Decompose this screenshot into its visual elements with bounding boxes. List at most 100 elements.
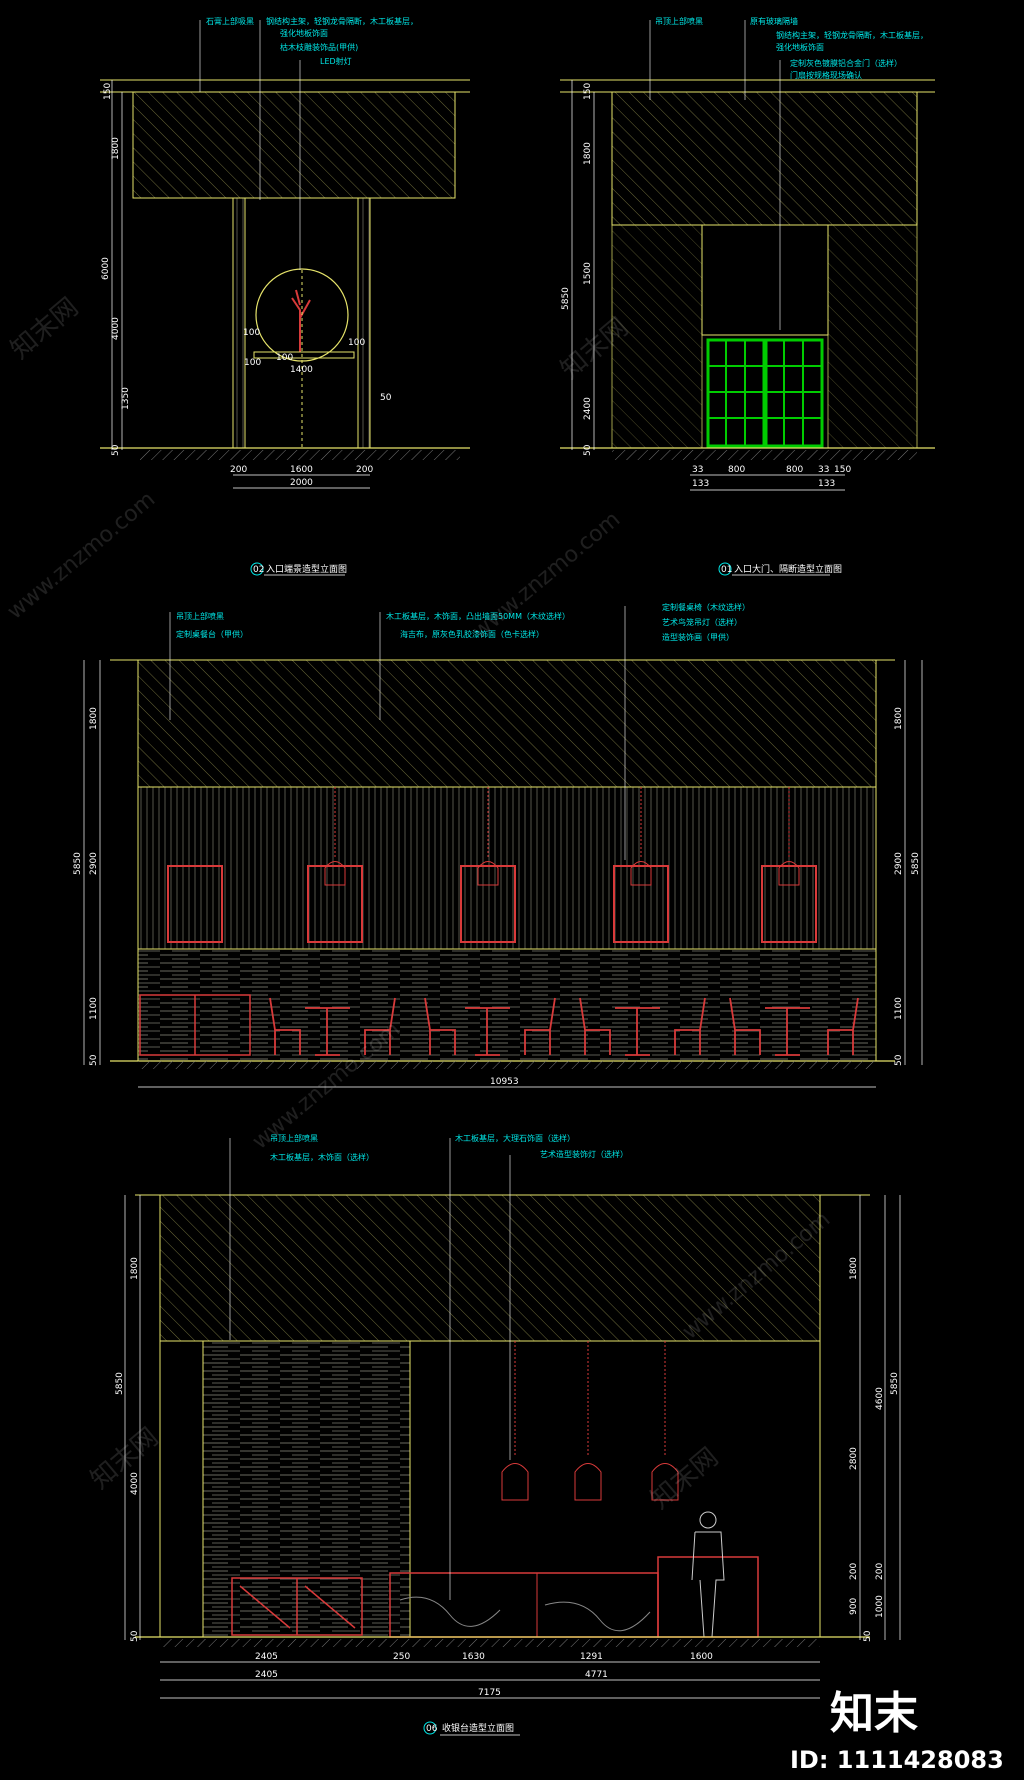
dim-w6: 133	[692, 479, 709, 489]
brand-logo: 知末	[830, 1688, 918, 1739]
ceiling-hatch	[137, 659, 877, 788]
dim-l4: 50	[130, 1630, 140, 1642]
dim-r7: 900	[849, 1598, 859, 1615]
title-num: 02	[253, 565, 264, 575]
dim-r8: 1000	[875, 1595, 885, 1618]
note-2: 钢结构主架，轻钢龙骨隔断，木工板基层，	[266, 16, 418, 26]
panel-title: 收银台造型立面图	[442, 1722, 514, 1734]
note-r1: 定制餐桌椅（木纹选样）	[662, 602, 750, 612]
note-6: 门扇按规格现场确认	[790, 70, 862, 80]
dim-w1: 200	[230, 465, 247, 475]
panel-entrance-feature-elevation: 150 1800 4000 6000 1350 50 200 1600 200 …	[100, 16, 470, 576]
note-3: 钢结构主架，轻钢龙骨隔断，木工板基层，	[776, 30, 928, 40]
cage-pendant-lamps	[501, 1341, 679, 1501]
dim-h4: 6000	[101, 257, 111, 280]
cabinet	[231, 1577, 363, 1636]
glass-partition-left	[611, 224, 703, 449]
dim-h4: 5850	[561, 287, 571, 310]
dim-w1: 33	[692, 465, 703, 475]
dim-r5: 50	[894, 1054, 904, 1066]
dim-r1: 4600	[875, 1387, 885, 1410]
dim-r1: 1800	[894, 707, 904, 730]
dim-w4: 33	[818, 465, 829, 475]
note-1: 吊顶上部喷黑	[270, 1133, 318, 1143]
birdcage-pendants	[324, 787, 800, 886]
dim-l1: 1800	[89, 707, 99, 730]
dim-h3: 1500	[583, 262, 593, 285]
dim-h1: 150	[583, 83, 593, 100]
dim-w4: 1291	[580, 1652, 603, 1662]
dim-w3: 1630	[462, 1652, 485, 1662]
note-2: 木工板基层，木饰面（选样）	[270, 1152, 374, 1162]
dim-l2: 5850	[115, 1372, 125, 1395]
watermark-site: www.znzmo.com	[3, 487, 160, 625]
right-column	[357, 197, 371, 449]
note-r3: 造型装饰画（甲供）	[662, 632, 734, 642]
ceiling-hatch	[132, 91, 456, 199]
dim-h6: 50	[583, 444, 593, 456]
panel-entrance-door-elevation: 150 1800 1500 5850 2400 50 33 800 800 33…	[560, 16, 935, 576]
dim-w4: 2000	[290, 478, 313, 488]
note-m2: 海吉布，原灰色乳胶漆饰面（色卡选样）	[400, 629, 544, 639]
title-num: 01	[721, 565, 732, 575]
title-num: 06	[426, 1724, 438, 1734]
dim-l2: 5850	[73, 852, 83, 875]
note-3: 木工板基层，大理石饰面（选样）	[455, 1133, 575, 1143]
dim-l1: 1800	[130, 1257, 140, 1280]
dim-h5: 1350	[121, 387, 131, 410]
dim-h3: 4000	[111, 317, 121, 340]
double-door	[706, 338, 824, 448]
note-4: 艺术造型装饰灯（选样）	[540, 1149, 628, 1159]
wood-veneer-wall	[202, 1340, 411, 1638]
note-1: 吊顶上部喷黑	[655, 16, 703, 26]
dim-l3: 4000	[130, 1472, 140, 1495]
panel-dining-wall-elevation: 1800 5850 2900 1100 50 1800 5850 2900 11…	[73, 602, 923, 1088]
note-3: 强化地板饰面	[280, 28, 328, 38]
dim-l5: 50	[89, 1054, 99, 1066]
note-r2: 艺术鸟笼吊灯（选样）	[662, 617, 742, 627]
note-m1: 木工板基层，木饰面，凸出墙面50MM（木纹选样）	[386, 611, 570, 621]
dim-width: 10953	[490, 1077, 519, 1087]
dim-r3: 2900	[894, 852, 904, 875]
panel-title: 入口端景造型立面图	[266, 563, 347, 575]
dim-total: 7175	[478, 1688, 501, 1698]
wall-frames	[167, 865, 817, 943]
display-shelf	[253, 351, 355, 359]
dim-w5: 1600	[690, 1652, 713, 1662]
floor-hatch	[140, 450, 460, 460]
dim-inner-1400: 1400	[290, 365, 313, 375]
dim-r2: 5850	[911, 852, 921, 875]
note-5: LED射灯	[320, 56, 352, 66]
ceiling-hatch	[159, 1194, 821, 1342]
note-4: 强化地板饰面	[776, 42, 824, 52]
dim-r9: 50	[863, 1630, 873, 1642]
dim-w2: 250	[393, 1652, 410, 1662]
dim-r4: 2800	[849, 1447, 859, 1470]
left-column	[232, 197, 246, 449]
dim-w3: 800	[786, 465, 803, 475]
watermark-site-2: www.znzmo.com	[468, 507, 625, 645]
dining-tables-chairs	[269, 997, 859, 1056]
door-transom	[701, 224, 829, 336]
note-2: 原有玻璃隔墙	[750, 16, 798, 26]
image-id: ID: 1111428083	[790, 1746, 1004, 1774]
dim-h2: 1800	[583, 142, 593, 165]
dim-w3: 200	[356, 465, 373, 475]
dim-h6: 50	[111, 444, 121, 456]
dim-inner-c: 100	[276, 353, 293, 363]
dim-l4: 1100	[89, 997, 99, 1020]
dim-r3: 5850	[890, 1372, 900, 1395]
driftwood-sculpture	[291, 289, 311, 352]
dim-r5: 200	[849, 1563, 859, 1580]
glass-partition-right	[827, 224, 918, 449]
note-l2: 定制桌餐台（甲供）	[176, 629, 248, 639]
dim-inner-e: 50	[380, 393, 392, 403]
dim-w5: 150	[834, 465, 851, 475]
watermark-cn-4: 知末网	[645, 1442, 724, 1515]
dim-w2: 1600	[290, 465, 313, 475]
dim-w2: 800	[728, 465, 745, 475]
dim-w1: 2405	[255, 1652, 278, 1662]
dim-inner-d: 100	[244, 358, 261, 368]
dim-inner-a: 100	[243, 328, 260, 338]
